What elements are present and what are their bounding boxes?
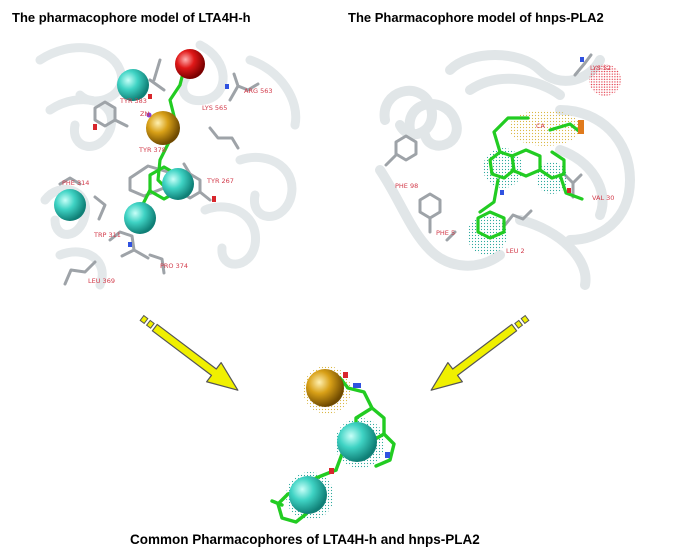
hydrophobic-sphere [124,202,156,234]
right-residue-labels: LYS 52 CA PHE 98 VAL 30 PHE 5 LEU 2 [395,64,614,255]
right-panel: LYS 52 CA PHE 98 VAL 30 PHE 5 LEU 2 [355,38,655,300]
nitrogen-atom [580,57,584,62]
residue-label: ZN [140,110,149,118]
residue-label: TYR 378 [138,146,166,154]
nitrogen-atom [353,383,361,388]
hydrophobic-sphere [289,476,327,514]
phosphate-group [578,120,584,134]
left-panel-title: The pharmacophore model of LTA4H-h [12,10,251,25]
common-pharmacophore [270,366,396,524]
residue-label: TYR 383 [119,97,147,105]
right-ligand [476,116,584,240]
residue-label: PHE 5 [436,229,455,237]
right-residue-sticks [384,53,593,242]
metal-surface [509,110,581,146]
metal-sphere [146,111,180,145]
left-arrow [139,314,239,391]
residue-label: LYS 52 [590,64,611,72]
bottom-title: Common Pharmacophores of LTA4H-h and hnp… [130,532,480,547]
left-residue-labels: TYR 383 ZN LYS 565 ARG 563 TYR 378 PHE 3… [62,87,272,285]
hydrophobic-sphere [117,69,149,101]
oxygen-atom [343,372,348,378]
oxygen-atom [329,468,334,474]
right-panel-title: The Pharmacophore model of hnps-PLA2 [348,10,604,25]
left-pharmacophore-spheres [54,49,205,234]
hydrophobic-sphere [54,189,86,221]
right-arrow [430,314,530,391]
residue-label: CA [536,122,546,130]
left-panel: TYR 383 ZN LYS 565 ARG 563 TYR 378 PHE 3… [30,38,315,300]
hbond-acceptor-sphere [175,49,205,79]
residue-label: PHE 98 [395,182,418,190]
hbond-acceptor-surface [589,64,621,96]
residue-label: ARG 563 [244,87,272,95]
metal-sphere [306,369,344,407]
hydrophobic-sphere [162,168,194,200]
oxygen-atom [567,188,571,193]
left-protein-ribbons [35,40,301,290]
residue-label: PHE 314 [62,179,89,187]
nitrogen-atom [500,190,504,195]
residue-label: LEU 2 [506,247,525,255]
residue-label: TYR 267 [206,177,234,185]
residue-label: LEU 369 [88,277,115,285]
zinc-atom [146,112,152,118]
right-protein-ribbons [375,50,636,290]
residue-label: TRP 311 [93,231,121,239]
residue-label: PRO 374 [160,262,188,270]
hydrophobic-sphere [337,422,377,462]
residue-label: LYS 565 [202,104,227,112]
residue-label: VAL 30 [592,194,614,202]
left-oxygen-atoms [93,94,216,202]
nitrogen-atom [385,452,390,458]
